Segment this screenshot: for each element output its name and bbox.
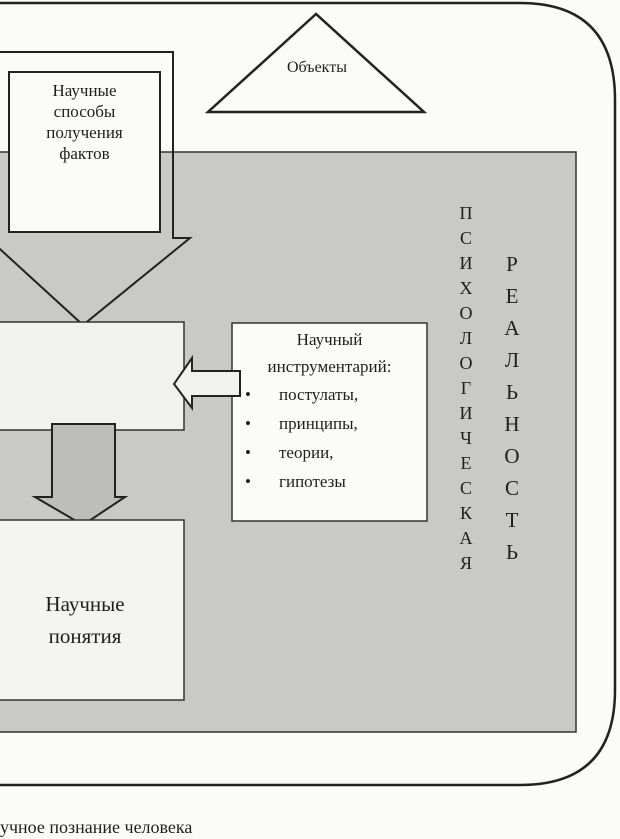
outer-rounded-frame: [0, 1, 617, 787]
vertical-letter: Л: [459, 328, 473, 348]
vertical-letter: А: [459, 528, 473, 548]
vertical-letter: С: [459, 478, 472, 498]
vertical-letter: С: [504, 476, 519, 500]
vertical-letter: Т: [505, 508, 519, 532]
vertical-letter: И: [459, 403, 473, 423]
vertical-letter: Л: [504, 348, 520, 372]
fact-methods-line: способы: [53, 102, 116, 121]
empty-box: [0, 321, 185, 431]
vertical-letter: Г: [460, 378, 472, 398]
down-arrow: [31, 423, 129, 527]
instrument-item: теории,: [232, 438, 427, 467]
vertical-letter: С: [459, 228, 472, 248]
instrument-item: гипотезы: [232, 467, 427, 496]
objects-triangle: [204, 12, 428, 114]
objects-label: Объекты: [287, 59, 347, 76]
vertical-letter: Х: [459, 278, 473, 298]
fact-methods-line: получения: [46, 123, 123, 142]
vertical-letter: Н: [504, 412, 520, 436]
instrument-item: постулаты,: [232, 380, 427, 409]
vertical-letter: А: [504, 316, 520, 340]
vertical-letter: Я: [459, 553, 472, 573]
fact-methods-box: [8, 71, 161, 233]
concepts-line: Научные: [45, 592, 125, 616]
caption: учное познание человека: [0, 817, 193, 837]
vertical-letter: О: [504, 444, 520, 468]
vertical-letter: Р: [506, 252, 518, 276]
vertical-letter: Ь: [505, 380, 519, 404]
fact-methods-text: Научные способы получения фактов: [9, 80, 160, 164]
vertical-letter: Ч: [460, 428, 472, 448]
vertical-letter: Е: [505, 284, 519, 308]
instruments-title: инструментарий:: [267, 357, 392, 376]
fact-methods-line: Научные: [52, 81, 117, 100]
instruments-text: Научный инструментарий: постулаты, принц…: [232, 326, 427, 496]
vertical-letter: К: [459, 503, 472, 523]
instruments-list: постулаты, принципы, теории, гипотезы: [232, 380, 427, 496]
concepts-box: [0, 519, 185, 701]
concepts-text: Научные понятия: [0, 588, 170, 652]
instruments-title: Научный: [296, 330, 363, 349]
vertical-letter: О: [459, 353, 473, 373]
vertical-letter: Ь: [505, 540, 519, 564]
vertical-letter: И: [459, 253, 473, 273]
vertical-letter: Е: [460, 453, 472, 473]
fact-methods-line: фактов: [59, 144, 110, 163]
vertical-letter: О: [459, 303, 473, 323]
concepts-line: понятия: [48, 624, 122, 648]
vertical-letter: П: [459, 203, 473, 223]
instrument-item: принципы,: [232, 409, 427, 438]
